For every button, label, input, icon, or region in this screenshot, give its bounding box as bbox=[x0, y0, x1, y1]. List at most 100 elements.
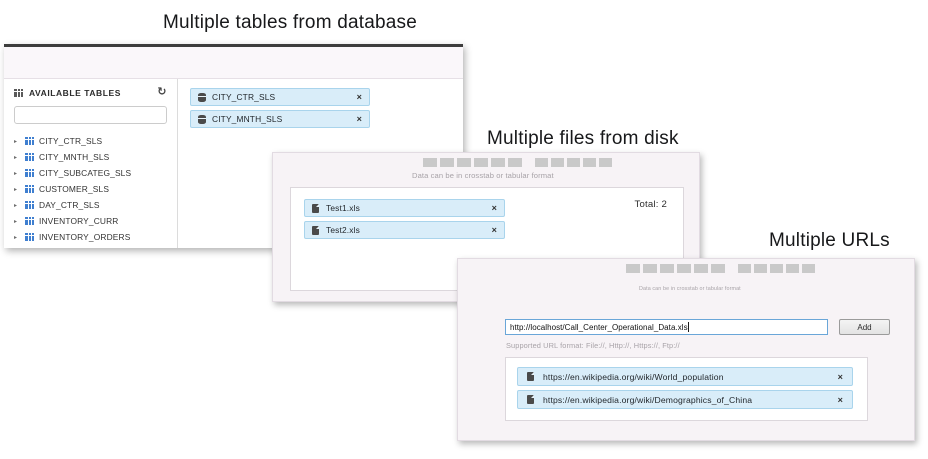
remove-icon[interactable]: × bbox=[356, 92, 362, 102]
urls-format-note: Data can be in crosstab or tabular forma… bbox=[639, 286, 741, 292]
remove-icon[interactable]: × bbox=[837, 394, 843, 405]
file-icon bbox=[312, 225, 319, 235]
table-search-wrapper bbox=[14, 105, 167, 124]
redacted-block bbox=[551, 158, 564, 167]
redacted-tab-blocks bbox=[423, 158, 612, 167]
redacted-block bbox=[677, 264, 691, 273]
redacted-block bbox=[738, 264, 751, 273]
database-tables-panel: AVAILABLE TABLES ↻ ▸ CITY_CTR_SLS ▸ CITY_MN… bbox=[4, 44, 463, 248]
expand-arrow-icon[interactable]: ▸ bbox=[14, 234, 18, 241]
redacted-block bbox=[802, 264, 815, 273]
table-list-item-label: INVENTORY_CURR bbox=[39, 216, 119, 226]
supported-url-format-hint: Supported URL format: File://, Http://, … bbox=[506, 341, 680, 350]
table-search-input[interactable] bbox=[14, 106, 167, 124]
urls-list-box: https://en.wikipedia.org/wiki/World_popu… bbox=[505, 357, 868, 421]
table-list-item[interactable]: ▸ CUSTOMER_SLS bbox=[14, 181, 167, 197]
url-input[interactable]: http://localhost/Call_Center_Operational… bbox=[505, 319, 828, 335]
redacted-block bbox=[754, 264, 767, 273]
redacted-block bbox=[786, 264, 799, 273]
redacted-block bbox=[423, 158, 437, 167]
expand-arrow-icon[interactable]: ▸ bbox=[14, 170, 18, 177]
remove-icon[interactable]: × bbox=[491, 203, 497, 213]
table-list-item[interactable]: ▸ CITY_MNTH_SLS bbox=[14, 149, 167, 165]
file-icon bbox=[312, 203, 319, 213]
expand-arrow-icon[interactable]: ▸ bbox=[14, 186, 18, 193]
table-icon bbox=[25, 137, 34, 145]
caption-multiple-urls: Multiple URLs bbox=[769, 230, 890, 251]
table-icon bbox=[25, 153, 34, 161]
table-list-item[interactable]: ▸ CITY_CTR_SLS bbox=[14, 133, 167, 149]
files-total-count: Total: 2 bbox=[634, 199, 667, 210]
chip-label: Test1.xls bbox=[326, 203, 360, 213]
redacted-block bbox=[660, 264, 674, 273]
expand-arrow-icon[interactable]: ▸ bbox=[14, 218, 18, 225]
redacted-block bbox=[643, 264, 657, 273]
redacted-block bbox=[457, 158, 471, 167]
redacted-block bbox=[508, 158, 522, 167]
table-grid-icon bbox=[14, 88, 23, 97]
redacted-block bbox=[440, 158, 454, 167]
caption-multiple-files: Multiple files from disk bbox=[487, 128, 679, 149]
available-tables-sidebar: AVAILABLE TABLES ↻ ▸ CITY_CTR_SLS ▸ CITY_MN… bbox=[4, 79, 178, 248]
table-list-item-label: CUSTOMER_SLS bbox=[39, 184, 110, 194]
table-list-item-label: DAY_CTR_SLS bbox=[39, 200, 100, 210]
remove-icon[interactable]: × bbox=[491, 225, 497, 235]
chip-label: Test2.xls bbox=[326, 225, 360, 235]
redacted-block bbox=[626, 264, 640, 273]
expand-arrow-icon[interactable]: ▸ bbox=[14, 138, 18, 145]
chip-label: CITY_CTR_SLS bbox=[212, 92, 276, 102]
redacted-block bbox=[583, 158, 596, 167]
table-list-item-label: INVENTORY_ORDERS bbox=[39, 232, 131, 242]
selected-item-chip[interactable]: CITY_MNTH_SLS × bbox=[190, 110, 370, 128]
expand-arrow-icon[interactable]: ▸ bbox=[14, 202, 18, 209]
table-list-item-label: CITY_SUBCATEG_SLS bbox=[39, 168, 132, 178]
table-list-item[interactable]: ▸ CITY_SUBCATEG_SLS bbox=[14, 165, 167, 181]
available-tables-title: AVAILABLE TABLES bbox=[29, 87, 121, 98]
panel-title-bar bbox=[4, 44, 463, 47]
added-urls-list: https://en.wikipedia.org/wiki/World_popu… bbox=[517, 367, 856, 409]
table-list-item[interactable]: ▸ INVENTORY_CURR bbox=[14, 213, 167, 229]
redacted-tab-blocks bbox=[626, 264, 815, 273]
table-icon bbox=[25, 185, 34, 193]
table-list-item[interactable]: ▸ DAY_CTR_SLS bbox=[14, 197, 167, 213]
selected-item-chip[interactable]: CITY_CTR_SLS × bbox=[190, 88, 370, 106]
table-list-item-label: CITY_CTR_SLS bbox=[39, 136, 103, 146]
remove-icon[interactable]: × bbox=[837, 371, 843, 382]
selected-item-chip[interactable]: Test1.xls × bbox=[304, 199, 505, 217]
text-caret bbox=[687, 322, 689, 332]
redacted-block bbox=[567, 158, 580, 167]
table-icon bbox=[25, 217, 34, 225]
expand-arrow-icon[interactable]: ▸ bbox=[14, 154, 18, 161]
chip-label: CITY_MNTH_SLS bbox=[212, 114, 283, 124]
chip-label: https://en.wikipedia.org/wiki/Demographi… bbox=[543, 394, 753, 405]
table-icon bbox=[25, 201, 34, 209]
available-tables-list: ▸ CITY_CTR_SLS ▸ CITY_MNTH_SLS ▸ CITY_SUBCATE… bbox=[14, 133, 167, 245]
selected-item-chip[interactable]: https://en.wikipedia.org/wiki/World_popu… bbox=[517, 367, 853, 386]
redacted-block bbox=[694, 264, 708, 273]
table-list-item-label: CITY_MNTH_SLS bbox=[39, 152, 110, 162]
redacted-block bbox=[491, 158, 505, 167]
redacted-block bbox=[770, 264, 783, 273]
urls-panel: Data can be in crosstab or tabular forma… bbox=[457, 258, 915, 441]
available-tables-header: AVAILABLE TABLES ↻ bbox=[14, 87, 167, 98]
redacted-block bbox=[599, 158, 612, 167]
chip-label: https://en.wikipedia.org/wiki/World_popu… bbox=[543, 371, 724, 382]
selected-item-chip[interactable]: https://en.wikipedia.org/wiki/Demographi… bbox=[517, 390, 853, 409]
panel-toolbar bbox=[4, 47, 463, 79]
database-icon bbox=[198, 114, 206, 124]
table-list-item[interactable]: ▸ INVENTORY_ORDERS bbox=[14, 229, 167, 245]
remove-icon[interactable]: × bbox=[356, 114, 362, 124]
caption-multiple-tables: Multiple tables from database bbox=[163, 12, 417, 33]
redacted-block bbox=[474, 158, 488, 167]
selected-tables-list: CITY_CTR_SLS × CITY_MNTH_SLS × bbox=[190, 88, 451, 128]
database-icon bbox=[198, 92, 206, 102]
url-input-value: http://localhost/Call_Center_Operational… bbox=[510, 322, 688, 332]
selected-item-chip[interactable]: Test2.xls × bbox=[304, 221, 505, 239]
add-url-button[interactable]: Add bbox=[839, 319, 890, 335]
redacted-block bbox=[535, 158, 548, 167]
redacted-block bbox=[711, 264, 725, 273]
url-entry-row: http://localhost/Call_Center_Operational… bbox=[505, 319, 890, 335]
refresh-icon[interactable]: ↻ bbox=[157, 86, 167, 98]
files-format-note: Data can be in crosstab or tabular forma… bbox=[412, 171, 554, 180]
